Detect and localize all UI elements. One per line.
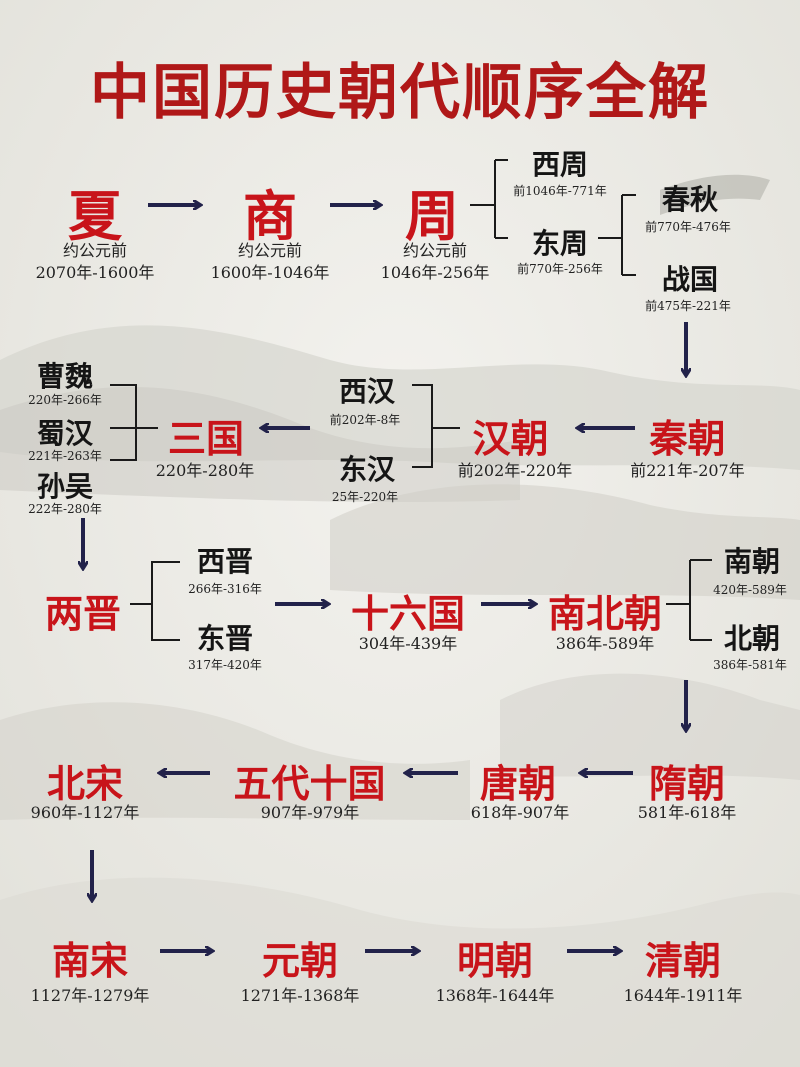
dynasty-donghan: 东汉 xyxy=(338,453,395,486)
zhanguo-years: 前475年-221年 xyxy=(645,299,731,313)
dynasty-xijin: 西晋 xyxy=(196,545,253,578)
dynasty-beisong: 北宋 xyxy=(46,761,123,806)
zhou-note: 约公元前 xyxy=(402,241,467,260)
hanchao-years: 前202年-220年 xyxy=(457,461,573,480)
dynasty-nansong: 南宋 xyxy=(51,938,128,983)
bracket-zhou xyxy=(470,159,508,239)
dynasty-yuanchao: 元朝 xyxy=(261,938,338,983)
bracket-liangjin xyxy=(130,561,180,641)
shuhan-years: 221年-263年 xyxy=(28,449,102,463)
bracket-dongzhou xyxy=(598,194,636,276)
dynasty-xihan: 西汉 xyxy=(338,375,395,408)
dongjin-years: 317年-420年 xyxy=(188,658,262,672)
page-title: 中国历史朝代顺序全解 xyxy=(90,58,710,128)
dynasty-mingchao: 明朝 xyxy=(456,938,533,983)
shang-note: 约公元前 xyxy=(237,241,302,260)
qinchao-years: 前221年-207年 xyxy=(630,461,745,480)
tangchao-years: 618年-907年 xyxy=(470,803,570,822)
dynasty-shiliuguo: 十六国 xyxy=(350,591,465,636)
qingchao-years: 1644年-1911年 xyxy=(623,986,743,1005)
dynasty-zhou: 周 xyxy=(405,184,459,248)
xizhou-years: 前1046年-771年 xyxy=(513,184,607,198)
xijin-years: 266年-316年 xyxy=(188,582,262,596)
zhou-years: 1046年-256年 xyxy=(380,263,490,282)
bracket-sanguo xyxy=(110,384,158,461)
dynasty-dongzhou: 东周 xyxy=(531,227,588,260)
mingchao-years: 1368年-1644年 xyxy=(435,986,555,1005)
sanguo-years: 220年-280年 xyxy=(155,461,255,480)
xihan-years: 前202年-8年 xyxy=(329,413,401,427)
shang-years: 1600年-1046年 xyxy=(210,263,330,282)
yuanchao-years: 1271年-1368年 xyxy=(240,986,360,1005)
beichao-years: 386年-581年 xyxy=(713,658,787,672)
dynasty-liangjin: 两晋 xyxy=(44,591,121,636)
donghan-years: 25年-220年 xyxy=(331,490,399,504)
caowei-years: 220年-266年 xyxy=(28,393,102,407)
dynasty-qingchao: 清朝 xyxy=(644,938,721,983)
dynasty-shang: 商 xyxy=(243,184,297,248)
dynasty-nanbeichao: 南北朝 xyxy=(547,591,662,636)
dynasty-suichao: 隋朝 xyxy=(648,761,725,806)
nansong-years: 1127年-1279年 xyxy=(30,986,150,1005)
xia-years: 2070年-1600年 xyxy=(35,263,155,282)
dynasty-zhanguo: 战国 xyxy=(661,263,718,296)
shiliuguo-years: 304年-439年 xyxy=(358,634,458,653)
sunwu-years: 222年-280年 xyxy=(28,502,102,516)
dynasty-wudai: 五代十国 xyxy=(233,761,386,806)
bracket-nanbeichao xyxy=(666,559,712,641)
dynasty-nanchao: 南朝 xyxy=(723,545,780,578)
nanbeichao-years: 386年-589年 xyxy=(555,634,655,653)
dynasty-tangchao: 唐朝 xyxy=(479,761,556,806)
dynasty-xia: 夏 xyxy=(68,184,122,248)
wudai-years: 907年-979年 xyxy=(260,803,360,822)
dynasty-caowei: 曹魏 xyxy=(36,360,93,393)
dynasty-sunwu: 孙吴 xyxy=(36,470,93,503)
dynasty-dongjin: 东晋 xyxy=(196,622,253,655)
chunqiu-years: 前770年-476年 xyxy=(645,220,731,234)
dynasty-chunqiu: 春秋 xyxy=(661,183,718,216)
dynasty-hanchao: 汉朝 xyxy=(472,416,549,461)
dynasty-beichao: 北朝 xyxy=(723,622,780,655)
dynasty-xizhou: 西周 xyxy=(531,148,588,181)
dongzhou-years: 前770年-256年 xyxy=(517,262,603,276)
bracket-han xyxy=(412,384,460,468)
beisong-years: 960年-1127年 xyxy=(30,803,140,822)
dynasty-shuhan: 蜀汉 xyxy=(36,417,93,450)
suichao-years: 581年-618年 xyxy=(637,803,737,822)
dynasty-sanguo: 三国 xyxy=(167,416,244,461)
dynasty-qinchao: 秦朝 xyxy=(649,416,726,461)
nanchao-years: 420年-589年 xyxy=(713,583,787,597)
xia-note: 约公元前 xyxy=(62,241,127,260)
